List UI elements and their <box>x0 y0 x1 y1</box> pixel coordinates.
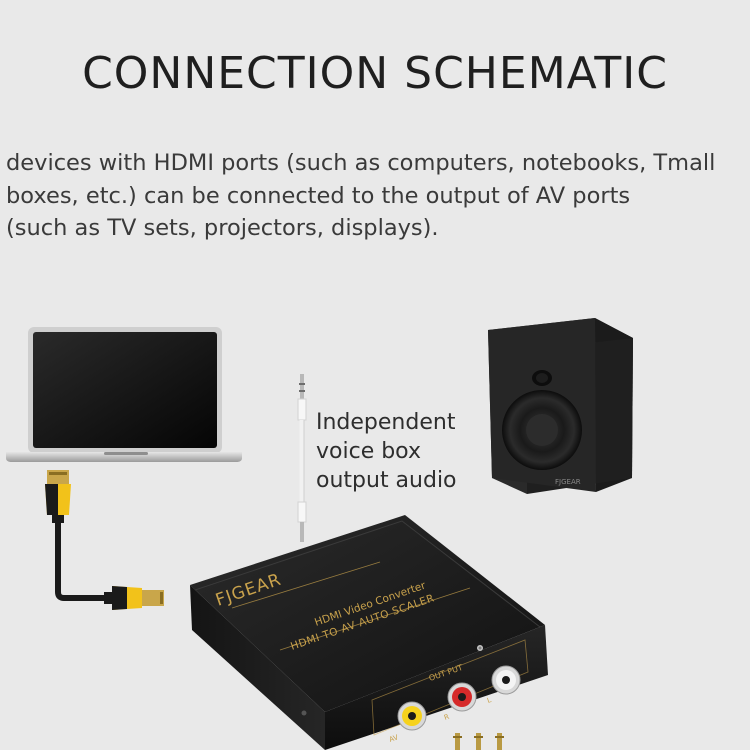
rca-port-l <box>491 665 521 695</box>
port-label-av: AV <box>388 733 399 744</box>
audio-cable <box>297 374 307 542</box>
port-label-r: R <box>443 713 450 722</box>
speaker-illustration: FJGEAR <box>488 318 633 494</box>
description-line: (such as TV sets, projectors, displays). <box>6 215 439 241</box>
description-line: devices with HDMI ports (such as compute… <box>6 150 716 176</box>
rca-plug-pins <box>453 733 504 750</box>
callout-line: output audio <box>316 468 457 493</box>
rca-port-r <box>447 682 477 712</box>
rca-port-av <box>397 701 427 731</box>
audio-output-callout: Independent voice box output audio <box>316 408 457 495</box>
callout-line: Independent <box>316 410 456 435</box>
port-label-l: L <box>486 696 492 705</box>
svg-text:FJGEAR: FJGEAR <box>555 478 581 486</box>
page-title: CONNECTION SCHEMATIC <box>82 48 668 99</box>
description-text: devices with HDMI ports (such as compute… <box>6 147 750 245</box>
callout-line: voice box <box>316 439 421 464</box>
description-line: boxes, etc.) can be connected to the out… <box>6 182 631 209</box>
laptop-illustration <box>6 327 242 462</box>
hdmi-cable <box>45 470 164 610</box>
converter-box: FJGEAR HDMI Video Converter HDMI TO AV A… <box>190 515 548 750</box>
